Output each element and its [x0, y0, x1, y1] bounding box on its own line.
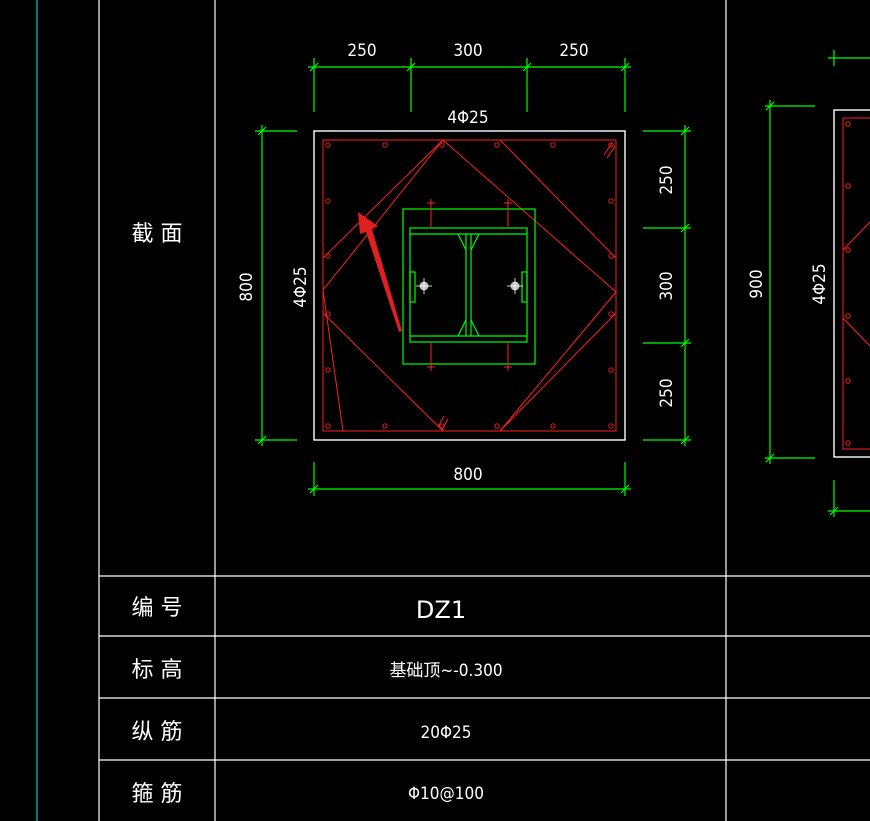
bottom-width-label: 800 — [453, 465, 482, 485]
row-label-elevation: 标 高 — [132, 658, 183, 683]
bottom-dimension — [308, 462, 631, 496]
right-dim-2: 300 — [657, 271, 677, 300]
rebar-dots — [325, 142, 614, 429]
right-dimension — [643, 125, 691, 446]
annotation-arrow — [358, 212, 402, 332]
top-rebar-label: 4Φ25 — [447, 108, 488, 128]
rebar-cage — [322, 139, 617, 432]
side-rebar-label: 4Φ25 — [291, 266, 311, 307]
section-drawing-dz1: 250 300 250 4Φ25 800 4Φ25 250 300 250 — [237, 41, 691, 496]
row-label-longitudinal-bars: 纵 筋 — [132, 720, 183, 745]
top-dimension — [308, 58, 631, 112]
top-dim-2: 300 — [453, 41, 482, 61]
next-side-rebar-label: 4Φ25 — [810, 263, 830, 304]
bolt-holes — [416, 278, 523, 294]
row-value-number: DZ1 — [416, 596, 466, 624]
next-height-label: 900 — [747, 269, 767, 298]
row-value-stirrups: Φ10@100 — [408, 784, 484, 804]
top-dim-3: 250 — [559, 41, 588, 61]
column-outline — [313, 130, 626, 441]
top-dim-1: 250 — [347, 41, 376, 61]
stirrup-hooks — [437, 142, 616, 431]
left-dimension — [255, 125, 297, 446]
section-header-label: 截 面 — [132, 222, 183, 247]
section-drawing-next: 900 4Φ25 — [747, 50, 870, 517]
table-frame — [98, 0, 870, 821]
row-label-number: 编 号 — [132, 596, 183, 621]
stud-markers — [427, 199, 512, 371]
right-dim-1: 250 — [657, 165, 677, 194]
left-height-label: 800 — [237, 272, 257, 301]
row-label-stirrups: 箍 筋 — [132, 782, 183, 807]
right-dim-3: 250 — [657, 378, 677, 407]
row-value-longitudinal-bars: 20Φ25 — [421, 723, 472, 743]
steel-encasement — [402, 208, 536, 365]
row-value-elevation: 基础顶~-0.300 — [389, 661, 502, 681]
